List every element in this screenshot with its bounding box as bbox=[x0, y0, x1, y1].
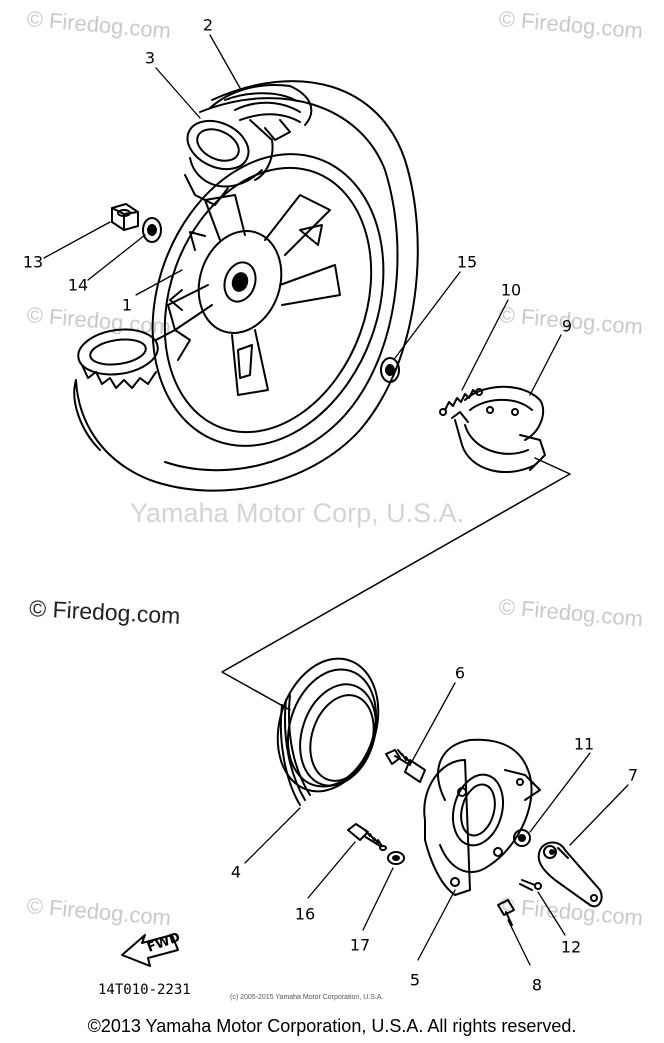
bolt-8 bbox=[497, 899, 515, 926]
brake-drum-seal bbox=[276, 657, 380, 806]
callout-13: 13 bbox=[22, 252, 44, 272]
callout-4: 4 bbox=[230, 862, 242, 882]
part-code: 14T010-2231 bbox=[98, 982, 191, 998]
brake-shoe bbox=[451, 385, 546, 474]
bolt-16 bbox=[347, 823, 387, 851]
diagram-copyright: (c) 2005-2015 Yamaha Motor Corporation, … bbox=[230, 994, 384, 1001]
callout-17: 17 bbox=[349, 935, 371, 955]
callout-9: 9 bbox=[561, 316, 573, 336]
wheel-rim bbox=[151, 153, 385, 447]
washer-14 bbox=[142, 217, 162, 243]
fwd-arrow-icon bbox=[121, 934, 179, 967]
washer-15 bbox=[380, 357, 400, 383]
callout-16: 16 bbox=[294, 904, 316, 924]
callout-12: 12 bbox=[560, 937, 582, 957]
tire bbox=[73, 80, 419, 492]
callout-3: 3 bbox=[144, 48, 156, 68]
callout-7: 7 bbox=[627, 765, 639, 785]
brake-plate bbox=[423, 738, 541, 896]
yamaha-watermark: Yamaha Motor Corp, U.S.A. bbox=[130, 498, 465, 528]
tube-section bbox=[184, 119, 274, 206]
callout-10: 10 bbox=[500, 280, 522, 300]
callout-15: 15 bbox=[456, 252, 478, 272]
assembly-lines bbox=[221, 457, 571, 711]
callout-2: 2 bbox=[202, 15, 214, 35]
rim-band-top bbox=[209, 84, 313, 141]
leader-lines bbox=[43, 34, 629, 966]
callout-11: 11 bbox=[573, 734, 595, 754]
brake-cam bbox=[385, 749, 426, 783]
callout-5: 5 bbox=[409, 970, 421, 990]
fwd-label: FWD bbox=[145, 930, 182, 956]
brake-spring bbox=[439, 388, 483, 416]
footer-copyright: ©2013 Yamaha Motor Corporation, U.S.A. A… bbox=[87, 1016, 577, 1036]
callout-1: 1 bbox=[121, 295, 133, 315]
cam-lever bbox=[537, 841, 603, 908]
washer-17 bbox=[387, 851, 405, 865]
washer-11 bbox=[513, 829, 531, 847]
callout-8: 8 bbox=[531, 975, 543, 995]
tire-section-left bbox=[77, 328, 191, 389]
callout-14: 14 bbox=[67, 275, 89, 295]
pin-12 bbox=[519, 879, 542, 891]
callout-6: 6 bbox=[454, 663, 466, 683]
axle-nut bbox=[111, 203, 139, 231]
